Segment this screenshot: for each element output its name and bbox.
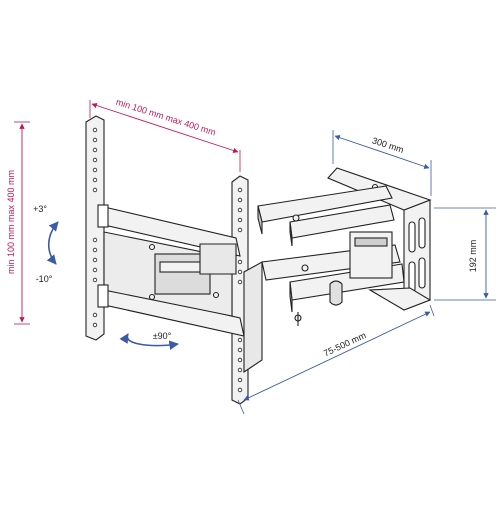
vesa-vertical-label: min 100 mm max 400 mm [6,170,16,274]
extension-dimension: 75-500 mm [237,304,435,415]
tilt-up-label: +3° [33,204,47,214]
tilt-down-label: -10° [36,274,53,284]
vesa-horizontal-dimension: min 100 mm max 400 mm [89,97,241,172]
rail-holes [92,127,243,393]
vesa-vertical-dimension: min 100 mm max 400 mm [6,121,30,325]
plate-width-label: 300 mm [371,135,405,155]
swivel-indicator: ±90° [119,331,179,350]
swivel-arrow-icon [119,333,179,350]
extension-label: 75-500 mm [322,330,367,358]
vesa-horizontal-label: min 100 mm max 400 mm [115,97,217,138]
arm-assembly [257,185,405,326]
tilt-indicator: +3° -10° [33,204,59,284]
tv-bracket [85,115,263,405]
swivel-label: ±90° [153,331,172,341]
plate-height-dimension: 192 mm [434,207,496,301]
tilt-arrow-icon [46,221,59,265]
plate-height-label: 192 mm [468,240,478,273]
